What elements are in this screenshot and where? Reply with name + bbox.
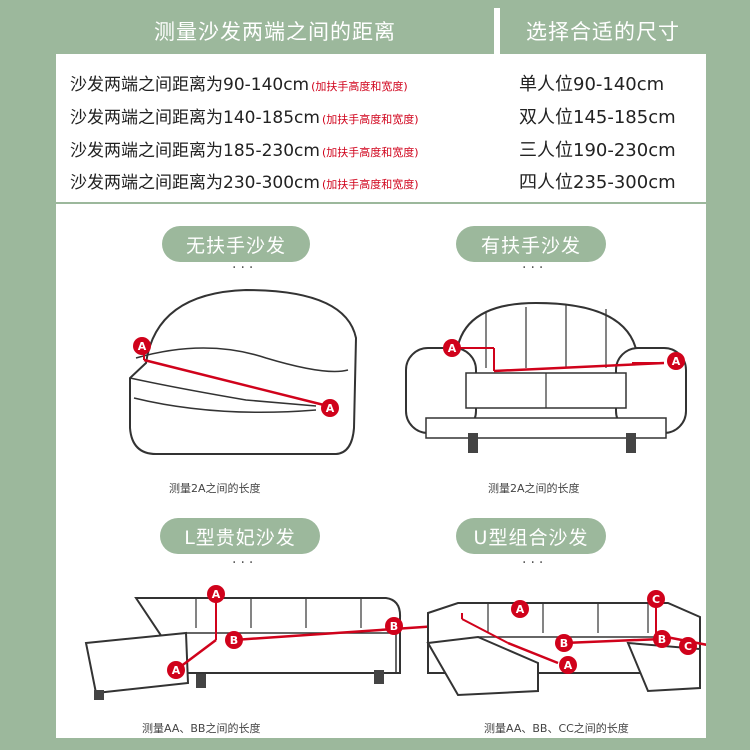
svg-text:B: B	[560, 637, 568, 650]
measure-row-text: 沙发两端之间距离为230-300cm	[70, 173, 320, 193]
l-sofa-illustration: A A B	[84, 585, 439, 700]
content-card: 测量沙发两端之间的距离 选择合适的尺寸 沙发两端之间距离为90-140cm(加扶…	[56, 8, 706, 738]
measure-row-note: (加扶手高度和宽度)	[311, 80, 408, 93]
measure-row-text: 沙发两端之间距离为140-185cm	[70, 108, 320, 128]
marker-a: A	[511, 600, 529, 618]
marker-b: B	[653, 630, 671, 648]
measure-row-note: (加扶手高度和宽度)	[321, 146, 419, 159]
marker-b: B	[555, 634, 573, 652]
marker-a: A	[443, 339, 461, 357]
marker-a: A	[133, 337, 151, 355]
measure-row-note: (加扶手高度和宽度)	[321, 178, 419, 191]
panel-caption: 测量2A之间的长度	[169, 482, 261, 495]
panel-title-with-arms: 有扶手沙发	[456, 226, 606, 262]
marker-a: A	[667, 352, 685, 370]
u-sofa-illustration: A B A C B	[426, 590, 706, 697]
l-sofa-marker-b-right: B	[385, 617, 403, 635]
svg-text:B: B	[390, 620, 398, 633]
svg-text:A: A	[212, 588, 221, 601]
marker-a: A	[559, 656, 577, 674]
marker-b: B	[225, 631, 243, 649]
panel-dots: ...	[232, 551, 258, 567]
measure-row: 沙发两端之间距离为185-230cm(加扶手高度和宽度)	[70, 136, 419, 161]
panel-title-l-shape: L型贵妃沙发	[160, 518, 320, 554]
panel-caption: 测量AA、BB、CC之间的长度	[484, 722, 629, 735]
marker-a: A	[207, 585, 225, 603]
panel-dots: ...	[522, 256, 548, 272]
measure-row-text: 沙发两端之间距离为185-230cm	[70, 141, 320, 161]
svg-text:A: A	[448, 342, 457, 355]
u-sofa-marker-c-right: C	[679, 637, 697, 655]
size-option: 三人位190-230cm	[519, 140, 676, 161]
panel-caption: 测量AA、BB之间的长度	[142, 722, 261, 735]
section-divider	[56, 202, 706, 204]
marker-a: A	[321, 399, 339, 417]
marker-c: C	[647, 590, 665, 608]
armed-sofa-illustration: A A	[405, 301, 687, 453]
size-option: 单人位90-140cm	[519, 74, 665, 95]
marker-c: C	[679, 637, 697, 655]
svg-text:A: A	[564, 659, 573, 672]
svg-text:A: A	[138, 340, 147, 353]
measure-row-note: (加扶手高度和宽度)	[321, 113, 419, 126]
size-option: 双人位145-185cm	[519, 107, 676, 128]
measure-row-text: 沙发两端之间距离为90-140cm	[70, 75, 310, 95]
svg-text:C: C	[684, 640, 692, 653]
svg-text:C: C	[652, 593, 660, 606]
marker-a: A	[167, 661, 185, 679]
header-size-title: 选择合适的尺寸	[500, 8, 706, 54]
marker-b: B	[385, 617, 403, 635]
panel-title-armless: 无扶手沙发	[162, 226, 310, 262]
svg-text:A: A	[672, 355, 681, 368]
svg-text:B: B	[230, 634, 238, 647]
size-option: 四人位235-300cm	[519, 172, 676, 193]
panel-caption: 测量2A之间的长度	[488, 482, 580, 495]
measure-row: 沙发两端之间距离为140-185cm(加扶手高度和宽度)	[70, 103, 419, 128]
panel-dots: ...	[232, 256, 258, 272]
measure-row: 沙发两端之间距离为230-300cm(加扶手高度和宽度)	[70, 168, 419, 193]
panel-title-u-shape: U型组合沙发	[456, 518, 606, 554]
panel-dots: ...	[522, 551, 548, 567]
svg-text:A: A	[172, 664, 181, 677]
svg-text:A: A	[516, 603, 525, 616]
svg-text:B: B	[658, 633, 666, 646]
svg-text:A: A	[326, 402, 335, 415]
measure-row: 沙发两端之间距离为90-140cm(加扶手高度和宽度)	[70, 70, 408, 95]
header-measure-title: 测量沙发两端之间的距离	[56, 8, 494, 54]
armless-sofa-illustration: A A	[129, 288, 358, 455]
